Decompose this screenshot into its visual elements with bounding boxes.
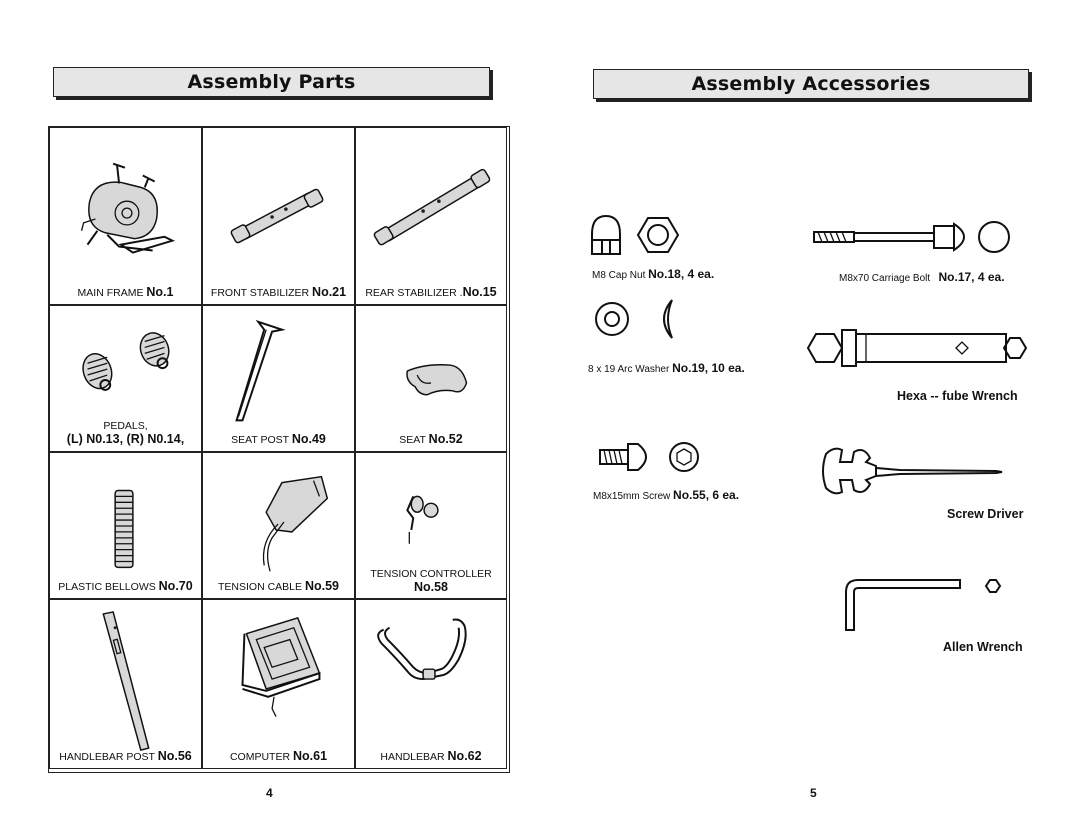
page-number-right: 5 bbox=[810, 786, 817, 800]
part-cell-front-stabilizer: FRONT STABILIZER No.21 bbox=[202, 127, 355, 305]
computer-illustration bbox=[241, 616, 321, 717]
part-cell-handlebar-post: HANDLEBAR POST No.56 bbox=[49, 599, 202, 769]
part-cell-computer: COMPUTER No.61 bbox=[202, 599, 355, 769]
main-frame-illustration bbox=[80, 162, 176, 254]
part-label: FRONT STABILIZER No.21 bbox=[210, 285, 347, 300]
arc-washer-illustration bbox=[594, 296, 684, 346]
page-number-left: 4 bbox=[266, 786, 273, 800]
part-cell-main-frame: MAIN FRAME No.1 bbox=[49, 127, 202, 305]
handlebar-post-illustration bbox=[102, 611, 150, 752]
part-label: REAR STABILIZER .No.15 bbox=[365, 285, 497, 300]
part-cell-seat-post: SEAT POST No.49 bbox=[202, 305, 355, 452]
pedals-illustration bbox=[82, 332, 170, 391]
part-label: PEDALS,(L) N0.13, (R) N0.14, bbox=[66, 420, 185, 446]
part-cell-handlebar: HANDLEBAR No.62 bbox=[355, 599, 507, 769]
part-label: MAIN FRAME No.1 bbox=[77, 285, 174, 300]
arc-washer-label: 8 x 19 Arc Washer No.19, 10 ea. bbox=[588, 361, 745, 375]
handlebar-illustration bbox=[377, 618, 467, 681]
hexa-wrench-illustration bbox=[806, 322, 1034, 374]
part-cell-plastic-bellows: PLASTIC BELLOWS No.70 bbox=[49, 452, 202, 599]
part-label: SEAT POST No.49 bbox=[231, 432, 326, 447]
screw-driver-label: Screw Driver bbox=[947, 507, 1024, 521]
hexa-wrench-label: Hexa -- fube Wrench bbox=[897, 389, 1018, 403]
part-cell-pedals: PEDALS,(L) N0.13, (R) N0.14, bbox=[49, 305, 202, 452]
plastic-bellows-illustration bbox=[114, 489, 134, 569]
assembly-accessories-title: Assembly Accessories bbox=[593, 69, 1029, 99]
part-cell-tension-cable: TENSION CABLE No.59 bbox=[202, 452, 355, 599]
tension-controller-illustration bbox=[406, 495, 439, 544]
screw-label: M8x15mm Screw No.55, 6 ea. bbox=[593, 488, 740, 502]
seat-illustration bbox=[406, 364, 468, 396]
part-label: HANDLEBAR No.62 bbox=[380, 749, 482, 764]
part-cell-seat: SEAT No.52 bbox=[355, 305, 507, 452]
rear-stabilizer-illustration bbox=[373, 168, 491, 246]
screw-driver-illustration bbox=[812, 440, 1008, 502]
parts-grid: MAIN FRAME No.1 FRONT STABILIZER No.21 R… bbox=[48, 126, 510, 773]
carriage-bolt-label: M8x70 Carriage Bolt No.17, 4 ea. bbox=[839, 270, 1005, 284]
cap-nut-illustration bbox=[588, 210, 698, 260]
allen-wrench-label: Allen Wrench bbox=[943, 640, 1023, 654]
cap-nut-label: M8 Cap Nut No.18, 4 ea. bbox=[592, 267, 715, 281]
part-label: TENSION CABLE No.59 bbox=[218, 579, 339, 594]
allen-wrench-illustration bbox=[840, 572, 1010, 636]
part-label: SEAT No.52 bbox=[399, 432, 463, 447]
part-cell-rear-stabilizer: REAR STABILIZER .No.15 bbox=[355, 127, 507, 305]
part-label: HANDLEBAR POST No.56 bbox=[59, 749, 192, 764]
screw-illustration bbox=[598, 440, 718, 476]
front-stabilizer-illustration bbox=[230, 188, 324, 244]
part-label: PLASTIC BELLOWS No.70 bbox=[58, 579, 193, 594]
assembly-parts-title: Assembly Parts bbox=[53, 67, 490, 97]
seat-post-illustration bbox=[235, 319, 286, 422]
carriage-bolt-illustration bbox=[812, 218, 1018, 260]
part-label: COMPUTER No.61 bbox=[229, 749, 328, 764]
tension-cable-illustration bbox=[262, 475, 329, 572]
